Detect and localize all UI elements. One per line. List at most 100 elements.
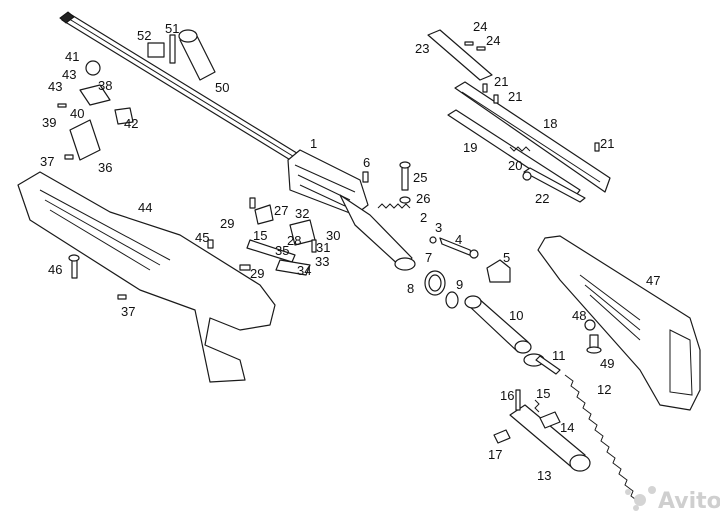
part-number-label: 29 <box>220 216 234 231</box>
part-number-label: 16 <box>500 388 514 403</box>
part-number-label: 36 <box>98 160 112 175</box>
part-number-label: 5 <box>503 250 510 265</box>
part-number-label: 43 <box>62 67 76 82</box>
piston-11-part <box>523 353 561 375</box>
trigger-block-5-part <box>486 259 511 283</box>
part-number-label: 15 <box>253 228 267 243</box>
part-number-label: 17 <box>488 447 502 462</box>
pin-39-part <box>57 103 67 108</box>
washer-26-part <box>399 196 411 204</box>
part-number-label: 38 <box>98 78 112 93</box>
knob-41-part <box>85 60 101 76</box>
nut-52-part <box>147 42 165 58</box>
part-number-label: 24 <box>486 33 500 48</box>
part-number-label: 19 <box>463 140 477 155</box>
part-number-label: 40 <box>70 106 84 121</box>
plate-42-part <box>114 107 134 125</box>
part-number-label: 25 <box>413 170 427 185</box>
part-number-label: 10 <box>509 308 523 323</box>
screw-6-part <box>362 171 369 183</box>
part-number-label: 35 <box>275 243 289 258</box>
pin-3-part <box>429 236 437 244</box>
screw-46-part <box>68 254 80 279</box>
pin-51-part <box>169 34 176 64</box>
part-number-label: 28 <box>287 233 301 248</box>
pins-21-part <box>482 83 600 152</box>
watermark-text: Avito <box>658 489 720 514</box>
trigger-parts-27-35-part <box>239 197 317 276</box>
part-number-label: 46 <box>48 262 62 277</box>
forestock-44-part <box>17 171 276 383</box>
part-number-label: 43 <box>48 79 62 94</box>
barrel-part <box>59 11 301 162</box>
part-number-label: 8 <box>407 281 414 296</box>
rear-sight-40-part <box>69 119 101 161</box>
part-number-label: 21 <box>494 74 508 89</box>
part-number-label: 6 <box>363 155 370 170</box>
avito-dots-icon <box>625 486 656 511</box>
part-number-label: 22 <box>535 191 549 206</box>
part-number-label: 32 <box>295 206 309 221</box>
spring-15-part <box>534 399 540 413</box>
part-number-label: 30 <box>326 228 340 243</box>
block-14-part <box>539 411 561 429</box>
part-number-label: 21 <box>600 136 614 151</box>
part-number-label: 13 <box>537 468 551 483</box>
part-number-label: 23 <box>415 41 429 56</box>
part-number-label: 33 <box>315 254 329 269</box>
part-number-label: 45 <box>195 230 209 245</box>
receiver-part <box>287 149 416 271</box>
screw-37-part <box>64 154 127 300</box>
part-number-label: 11 <box>552 348 566 363</box>
cylinder-10-part <box>464 295 532 354</box>
part-number-label: 1 <box>310 136 317 151</box>
part-number-label: 39 <box>42 115 56 130</box>
part-number-label: 27 <box>274 203 288 218</box>
part-number-label: 50 <box>215 80 229 95</box>
part-number-label: 49 <box>600 356 614 371</box>
part-number-label: 29 <box>250 266 264 281</box>
ring-9-part <box>445 291 459 309</box>
screw-45-part <box>207 239 214 249</box>
part-number-label: 26 <box>416 191 430 206</box>
pin-16-part <box>515 389 521 411</box>
part-number-label: 48 <box>572 308 586 323</box>
part-number-label: 21 <box>508 89 522 104</box>
part-number-label: 2 <box>420 210 427 225</box>
part-number-label: 37 <box>121 304 135 319</box>
watermark: Avito <box>625 486 720 514</box>
spring-2-part <box>377 203 411 209</box>
block-17-part <box>493 429 511 444</box>
rail-23-part <box>427 29 493 81</box>
part-number-label: 37 <box>40 154 54 169</box>
clamp-7-part <box>424 270 446 296</box>
spring-20-part <box>509 146 531 152</box>
bolt-49-part <box>586 334 602 354</box>
part-number-label: 24 <box>473 19 487 34</box>
rail-18-part <box>454 81 611 193</box>
bolt-25-part <box>399 161 411 191</box>
part-number-label: 52 <box>137 28 151 43</box>
part-number-label: 42 <box>124 116 138 131</box>
part-number-label: 9 <box>456 277 463 292</box>
part-number-label: 18 <box>543 116 557 131</box>
part-number-label: 4 <box>455 232 462 247</box>
part-number-label: 47 <box>646 273 660 288</box>
part-number-label: 31 <box>316 240 330 255</box>
part-number-label: 44 <box>138 200 152 215</box>
plate-38-part <box>79 84 111 106</box>
part-number-label: 12 <box>597 382 611 397</box>
link-22-part <box>522 167 586 203</box>
part-number-label: 7 <box>425 250 432 265</box>
part-number-label: 51 <box>165 21 179 36</box>
part-number-label: 14 <box>560 420 574 435</box>
part-number-label: 3 <box>435 220 442 235</box>
cylinder-50-part <box>178 29 216 81</box>
part-number-label: 34 <box>297 263 311 278</box>
part-number-label: 41 <box>65 49 79 64</box>
part-number-label: 15 <box>536 386 550 401</box>
bolt-4-part <box>439 237 479 259</box>
buttstock-47-part <box>537 235 701 411</box>
